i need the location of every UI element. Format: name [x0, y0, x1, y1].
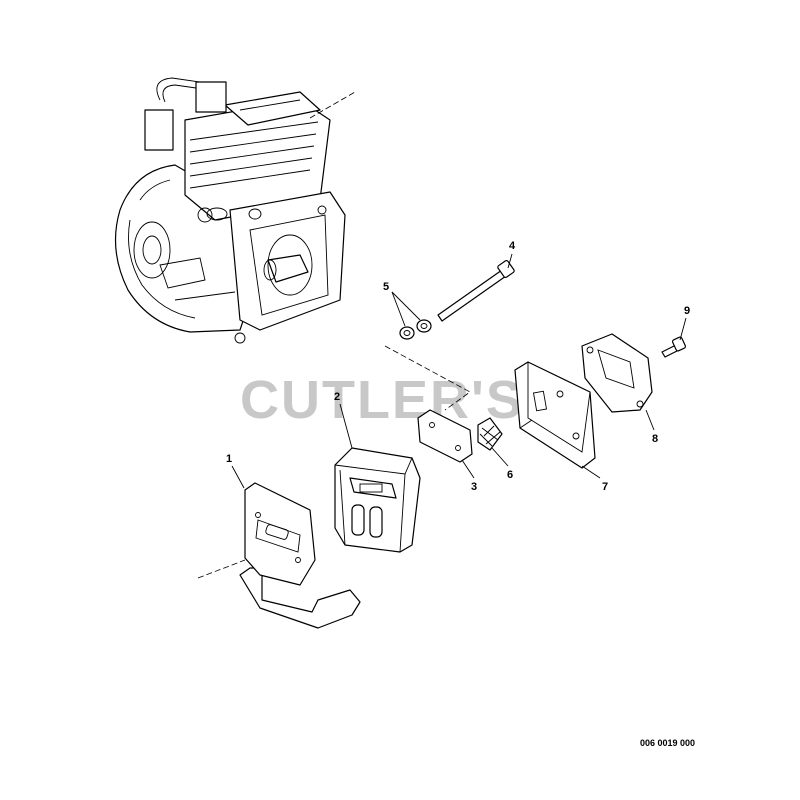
- engine-assembly: [114, 77, 346, 344]
- watermark-text: CUTLER'S: [240, 370, 524, 430]
- callout-3: 3: [471, 481, 477, 493]
- part-9-screw: [661, 336, 687, 358]
- part-5-washers: [399, 319, 432, 340]
- part-6-screen: [477, 417, 503, 451]
- part-3-gasket: [417, 409, 473, 463]
- callout-2: 2: [334, 391, 340, 403]
- callout-5: 5: [383, 281, 389, 293]
- heat-shield-leader-line: [197, 559, 246, 579]
- callout-6: 6: [507, 469, 513, 481]
- drawing-code: 006 0019 000: [640, 738, 696, 748]
- callout-9: 9: [684, 305, 690, 317]
- callout-leaders: [231, 253, 687, 489]
- callout-4: 4: [509, 240, 516, 252]
- part-4-long-bolt: [437, 260, 515, 322]
- assembly-axis-line: [384, 345, 471, 411]
- part-8-exhaust-plate: [581, 333, 653, 413]
- callout-1: 1: [226, 453, 232, 465]
- callout-8: 8: [652, 433, 658, 445]
- callout-7: 7: [602, 481, 608, 493]
- part-2-muffler: [334, 447, 421, 553]
- part-1-heat-shield: [239, 482, 361, 629]
- part-7-muffler-cover: [514, 361, 596, 469]
